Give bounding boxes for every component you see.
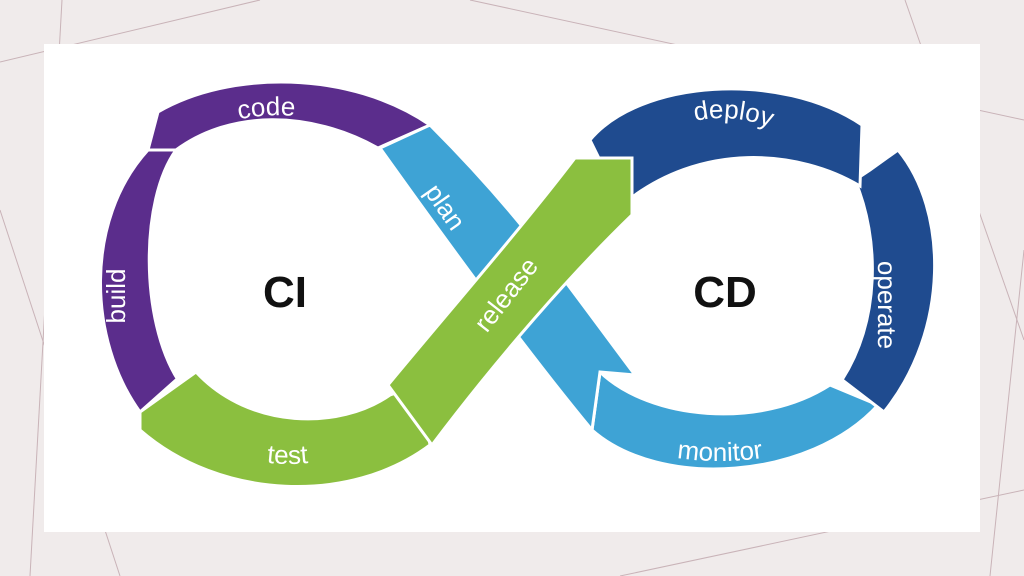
operate-segment bbox=[831, 147, 936, 415]
release-segment bbox=[386, 156, 634, 448]
test-label: test bbox=[266, 439, 310, 470]
cd-label: CD bbox=[693, 268, 757, 317]
deploy-segment bbox=[588, 87, 864, 208]
test-segment bbox=[138, 370, 432, 489]
operate-label: operate bbox=[872, 261, 902, 349]
monitor-label: monitor bbox=[676, 434, 764, 467]
background-line bbox=[0, 0, 261, 63]
devops-infinity-diagram: code deploy monitor test build operate p… bbox=[99, 80, 936, 489]
ci-label: CI bbox=[263, 268, 307, 317]
build-label: build bbox=[101, 269, 131, 324]
background-line bbox=[989, 249, 1024, 576]
build-segment bbox=[99, 148, 187, 415]
diagram-card: code deploy monitor test build operate p… bbox=[44, 44, 980, 532]
